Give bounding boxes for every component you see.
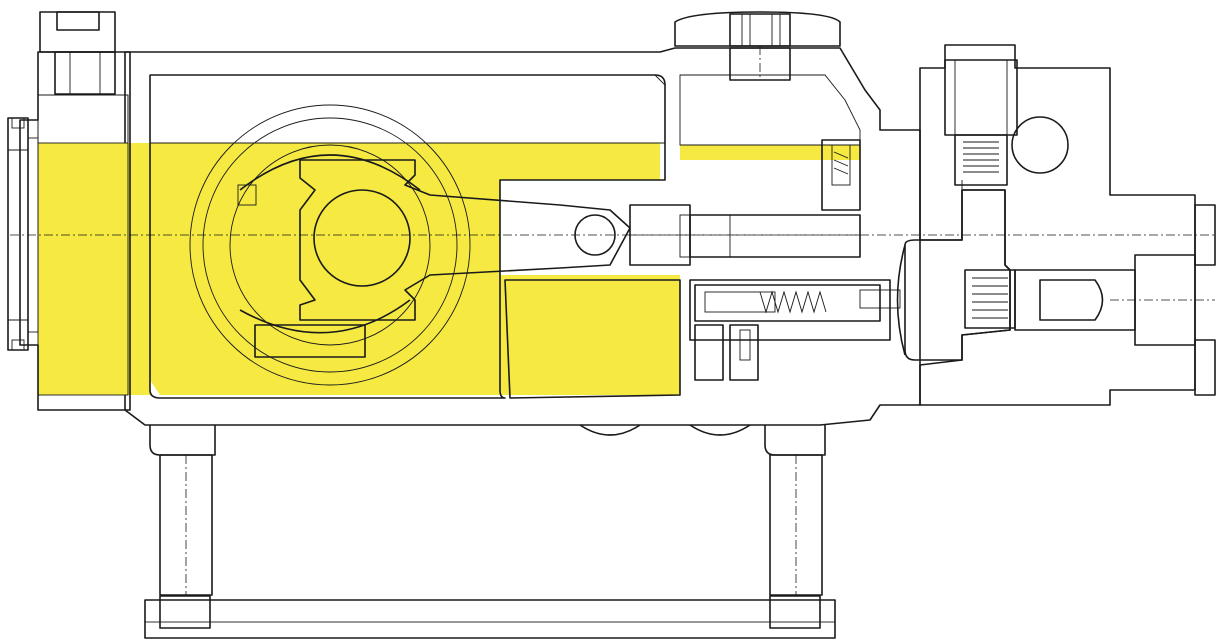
pump-head: [919, 44, 1196, 406]
relief-valve: [689, 279, 901, 381]
base-plate: [144, 595, 836, 639]
suction-port: [1110, 204, 1216, 396]
filler-knob: [674, 11, 841, 81]
outlet-port-bore: [1011, 116, 1069, 174]
crankcase-air-space: [149, 74, 666, 144]
oil-reservoir-right: [680, 145, 860, 160]
crankcase-inner-wall-top: [150, 74, 666, 280]
oil-reservoir-lower: [38, 143, 150, 395]
top-fitting: [39, 11, 116, 95]
crankcase-inner-wall: [149, 75, 506, 399]
upper-chamber: [679, 74, 861, 146]
crankpin: [313, 189, 411, 287]
crankshaft: [189, 104, 471, 386]
rear-cover-cavity-top: [37, 94, 129, 144]
sight-glass: [7, 117, 39, 351]
inlet-valve: [964, 269, 1136, 331]
crosshead-guide-block: [504, 279, 681, 399]
outlet-valve: [944, 59, 1018, 186]
air-vent-valve: [821, 139, 861, 211]
mounting-feet: [149, 424, 826, 596]
oil-reservoir: [38, 143, 680, 395]
